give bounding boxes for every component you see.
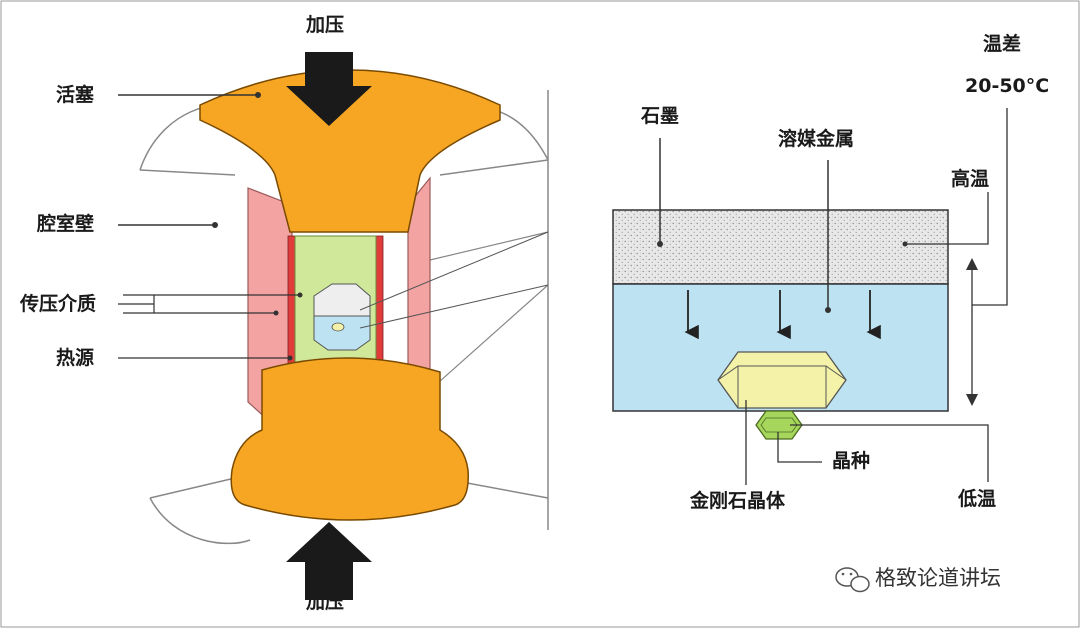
label-heat-source: 热源 bbox=[56, 347, 95, 369]
leader-seed bbox=[777, 432, 822, 463]
label-solvent-metal: 溶媒金属 bbox=[778, 128, 855, 150]
diamond-crystal bbox=[717, 351, 847, 409]
leader-temp-diff bbox=[972, 108, 1008, 306]
press-arrow-top bbox=[286, 52, 372, 126]
heat-source-left bbox=[287, 235, 296, 367]
label-chamber-wall: 腔室壁 bbox=[37, 213, 95, 235]
leader-low-temp bbox=[790, 424, 989, 482]
graphite-layer bbox=[612, 209, 949, 285]
label-high-temp: 高温 bbox=[951, 168, 990, 190]
growth-cell bbox=[612, 108, 1008, 485]
watermark-text: 格致论道讲坛 bbox=[875, 566, 1001, 590]
label-graphite: 石墨 bbox=[641, 105, 680, 127]
sample-crystal bbox=[331, 322, 345, 332]
sample-metal bbox=[313, 315, 371, 351]
label-diamond: 金刚石晶体 bbox=[690, 490, 786, 512]
callout-zoom-line-top bbox=[359, 231, 549, 311]
label-press-bottom: 加压 bbox=[306, 591, 345, 613]
label-temp-range: 20-50°C bbox=[965, 75, 1050, 97]
piston-bottom bbox=[230, 357, 469, 521]
label-temp-diff: 温差 bbox=[983, 33, 1022, 55]
label-piston: 活塞 bbox=[56, 84, 95, 106]
press-arrow-bottom bbox=[286, 522, 372, 600]
label-low-temp: 低温 bbox=[958, 488, 997, 510]
callout-zoom-line-bottom bbox=[359, 284, 549, 329]
leader-high-temp bbox=[905, 192, 989, 245]
chamber-wall-outline-bottom-left bbox=[149, 497, 251, 545]
press-apparatus bbox=[118, 52, 549, 600]
wechat-icon bbox=[835, 567, 870, 593]
label-press-top: 加压 bbox=[306, 14, 345, 36]
label-pressure-medium: 传压介质 bbox=[20, 293, 97, 315]
label-seed: 晶种 bbox=[832, 450, 871, 472]
